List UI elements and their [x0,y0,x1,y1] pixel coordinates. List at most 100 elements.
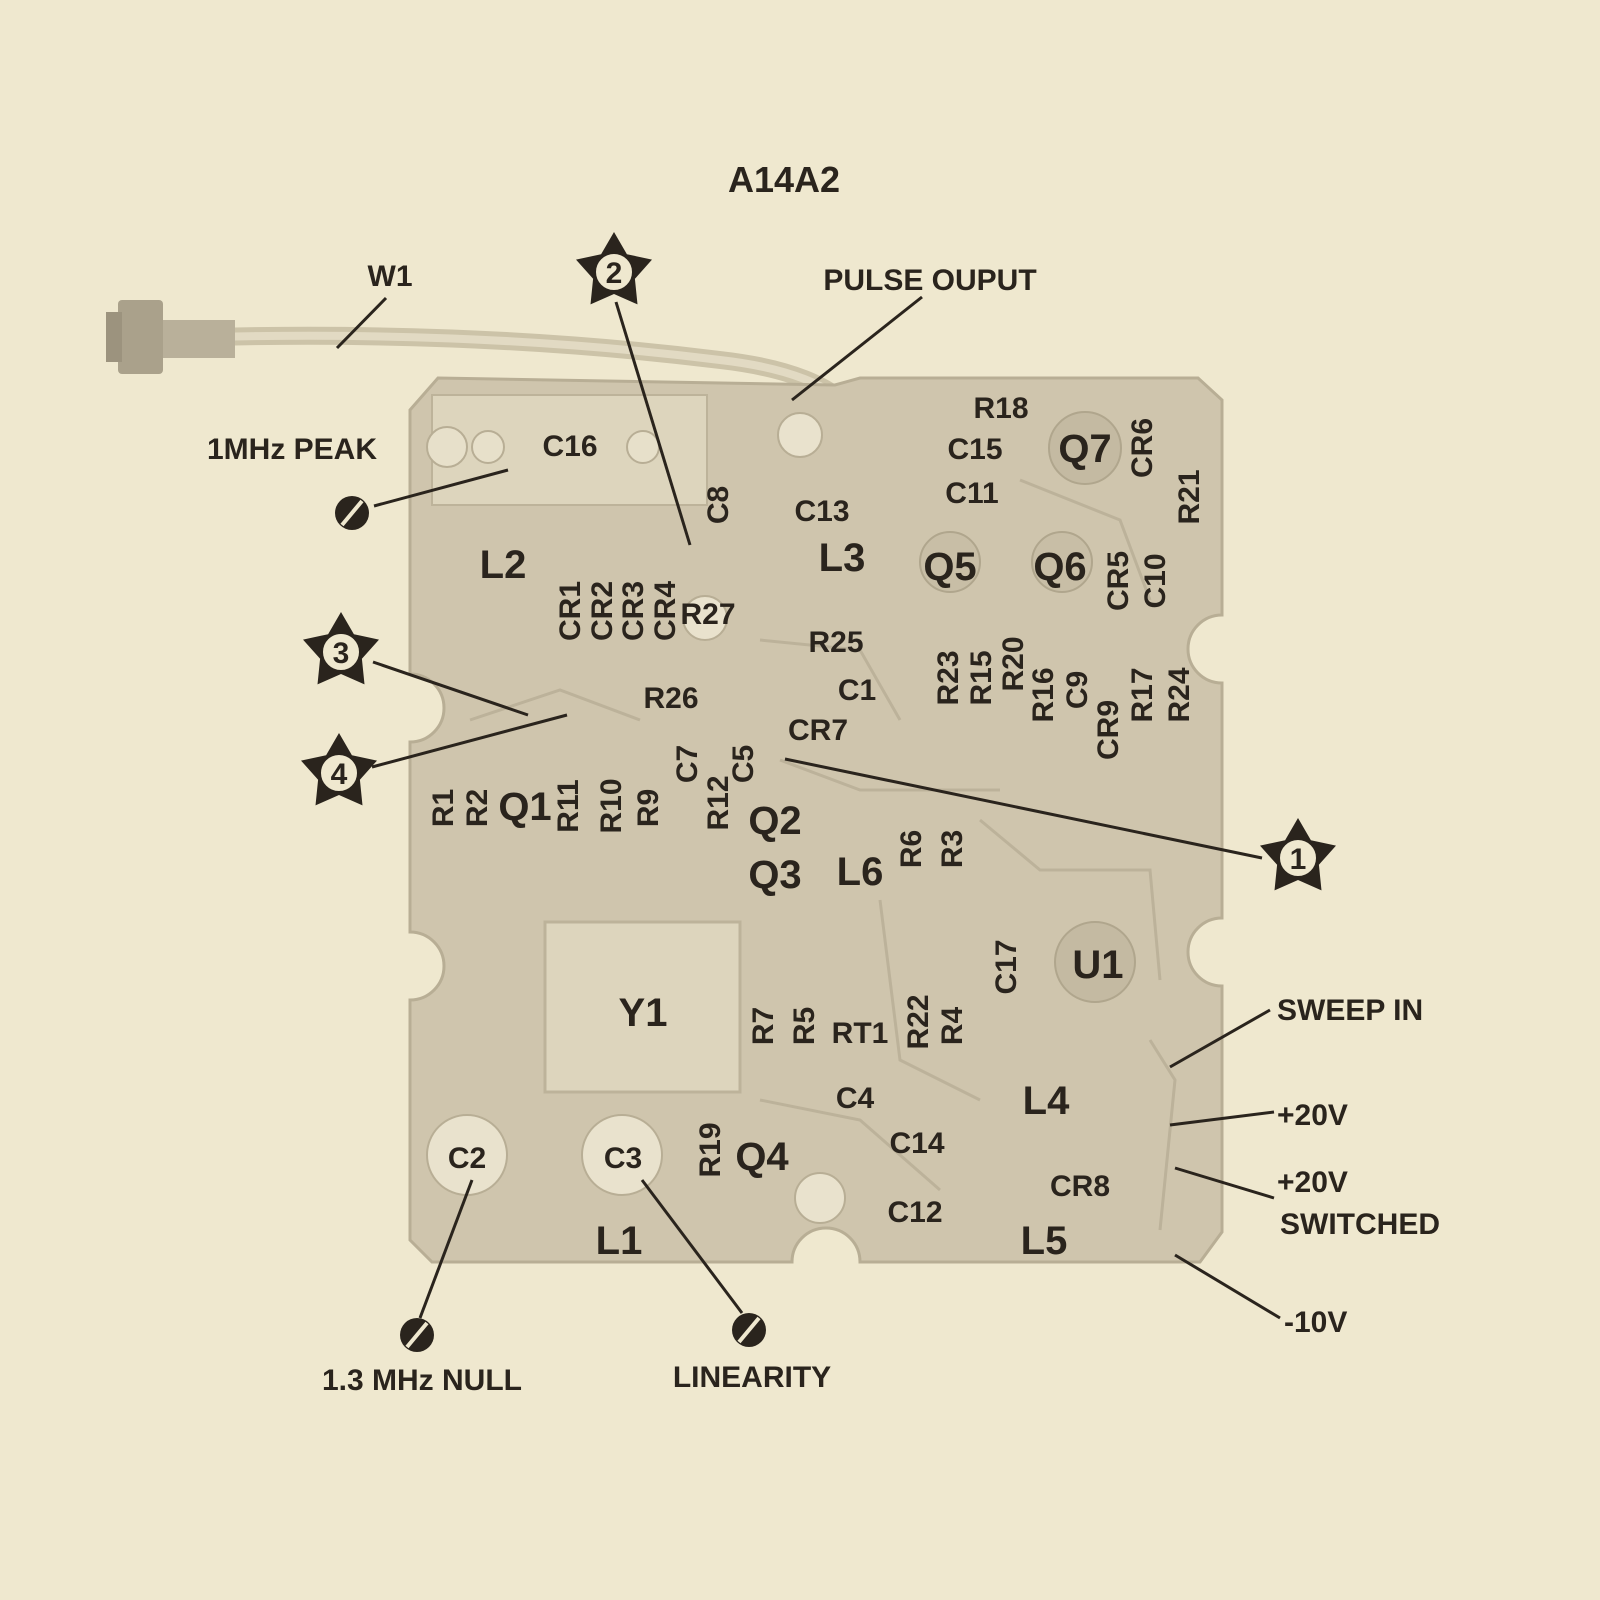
test-point-2-label: 2 [606,257,623,290]
sweep-in-leader [1169,1008,1271,1069]
component-label-r5: R5 [788,1007,821,1045]
component-label-r11: R11 [552,779,585,832]
adjust-screw-icon [335,496,369,530]
adjust-screw-icon [732,1313,766,1347]
component-label-c2: C2 [448,1142,486,1175]
linearity-leader [640,1179,744,1314]
component-label-l3: L3 [819,536,866,580]
component-label-q2: Q2 [748,799,801,843]
c3-trimmer-body [581,1114,663,1196]
coax-cable-w1 [106,300,867,422]
component-label-r9: R9 [632,789,665,827]
component-labels: C16 C13 C15 C11 R18 Q7 L2 L3 Q5 Q6 R27 R… [448,392,1124,1263]
component-label-c7: C7 [671,745,704,783]
component-label-r4: R4 [936,1007,969,1046]
component-label-c11: C11 [945,477,998,510]
component-label-c12: C12 [887,1196,942,1229]
star-test-point-icon: 4 [301,733,377,806]
component-label-l5: L5 [1021,1219,1068,1263]
pulse-output-label: PULSE OUPUT [823,264,1036,297]
component-label-r26: R26 [643,682,698,715]
u1-package [1054,921,1136,1003]
component-label-q1: Q1 [498,785,551,829]
component-label-c9: C9 [1061,671,1094,709]
tp3-leader [372,660,529,717]
sweep-in-label: SWEEP IN [1277,994,1423,1027]
component-label-r2: R2 [461,789,494,827]
test-point-4-label: 4 [331,758,348,791]
component-label-r6: R6 [895,830,928,868]
component-label-cr4: CR4 [649,581,682,641]
component-label-c17: C17 [990,939,1023,994]
test-point-1-label: 1 [1290,843,1307,876]
plus20v-leader [1169,1110,1275,1127]
pulse-output-leader [791,295,923,402]
star-test-point-icon: 3 [303,612,379,685]
component-label-r15: R15 [965,650,998,705]
component-label-y1: Y1 [619,991,668,1035]
minus10v-leader [1174,1253,1281,1320]
y1-crystal-body [543,920,742,1094]
leader-lines [335,295,1281,1320]
component-label-cr2: CR2 [586,581,619,641]
component-label-cr8: CR8 [1050,1170,1110,1203]
component-label-cr3: CR3 [617,581,650,641]
adjust-screw-icon [400,1318,434,1352]
peak-1mhz-label: 1MHz PEAK [207,433,377,466]
component-label-r23: R23 [932,650,965,705]
component-label-l6: L6 [837,850,884,894]
cable-ferrule [150,320,235,358]
test-point-3-label: 3 [333,637,350,670]
component-labels-vertical: C8 CR6 R21 CR5 C10 CR1 CR2 CR3 CR4 R23 R… [427,418,1206,1178]
pcb-board [408,376,1224,1264]
component-label-c14: C14 [889,1127,944,1160]
component-label-r17: R17 [1126,667,1159,722]
component-label-r20: R20 [997,636,1030,691]
component-label-c5: C5 [727,745,760,783]
component-label-r1: R1 [427,789,460,827]
component-label-cr1: CR1 [554,581,587,641]
assembly-title: A14A2 [728,159,840,200]
star-test-point-icon: 1 [1260,818,1336,891]
component-label-c13: C13 [794,495,849,528]
tp1-leader [784,757,1263,860]
plus20v-switched-leader [1174,1166,1275,1200]
w1-label: W1 [368,260,413,293]
star-test-point-icon: 2 [576,232,652,305]
component-label-c4: C4 [836,1082,875,1115]
component-label-r24: R24 [1163,667,1196,722]
component-label-cr6: CR6 [1126,418,1159,478]
component-label-c1: C1 [838,674,876,707]
component-label-c3: C3 [604,1142,642,1175]
plus20v-label: +20V [1277,1099,1348,1132]
component-label-q5: Q5 [923,545,976,589]
plus20v-switched-label-line1: +20V [1277,1166,1348,1199]
peak-1mhz-leader [373,468,509,508]
component-label-q3: Q3 [748,853,801,897]
component-label-c8: C8 [702,486,735,524]
plus20v-switched-label-line2: SWITCHED [1280,1208,1440,1241]
tp2-leader [614,301,692,546]
component-label-cr7: CR7 [788,714,848,747]
component-label-r10: R10 [595,778,628,833]
component-label-rt1: RT1 [832,1017,889,1050]
component-label-r12: R12 [702,775,735,830]
component-label-q4: Q4 [735,1135,789,1179]
component-label-q6: Q6 [1033,545,1086,589]
component-label-r27: R27 [680,598,735,631]
component-label-c10: C10 [1139,553,1172,608]
component-label-c16: C16 [542,430,597,463]
null-13mhz-label: 1.3 MHz NULL [322,1364,522,1397]
component-label-r25: R25 [808,626,863,659]
component-label-r21: R21 [1173,469,1206,524]
component-label-r22: R22 [902,994,935,1049]
sma-connector [118,300,163,374]
component-label-r16: R16 [1027,667,1060,722]
component-label-l1: L1 [596,1219,643,1263]
component-label-r3: R3 [936,830,969,868]
component-label-l4: L4 [1023,1079,1070,1123]
component-label-r7: R7 [747,1007,780,1045]
component-label-c15: C15 [947,433,1002,466]
